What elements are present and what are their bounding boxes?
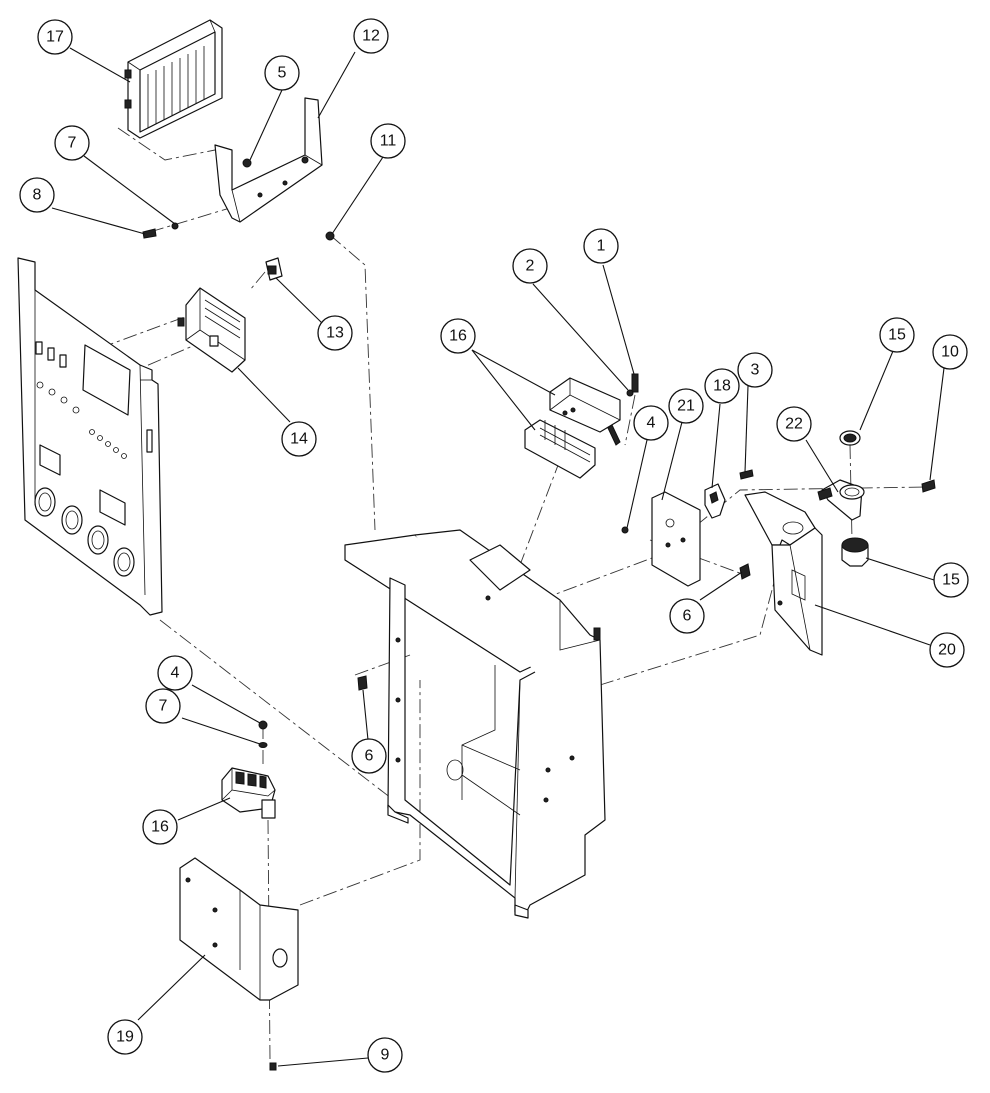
svg-text:5: 5 [278,65,287,82]
callout-11: 11 [370,123,406,159]
washer-part-7 [171,222,179,230]
svg-text:7: 7 [159,698,168,715]
svg-text:4: 4 [171,665,180,682]
callout-15-lower: 15 [933,562,969,598]
callout-balloons: 17 12 5 7 11 8 13 14 1 2 16 3 18 4 21 15… [19,18,969,1073]
callout-21: 21 [668,388,704,424]
nut-part-4-lower [258,720,268,730]
control-module-part-17 [124,19,223,139]
svg-text:18: 18 [713,378,731,395]
nut-part-4-upper [621,526,629,534]
callout-1: 1 [583,228,619,264]
nut-part-6-lower [357,675,368,691]
callout-7-lower: 7 [145,688,181,724]
callout-5: 5 [264,55,300,91]
svg-text:19: 19 [116,1029,134,1046]
main-enclosure [344,529,606,919]
callout-17: 17 [37,19,73,55]
svg-text:2: 2 [526,258,535,275]
switch-part-13 [265,257,283,281]
svg-text:16: 16 [151,819,169,836]
screw-part-5 [242,158,252,168]
svg-text:13: 13 [326,325,344,342]
display-module-part-14 [177,287,246,373]
callout-19: 19 [107,1019,143,1055]
callout-9: 9 [367,1037,403,1073]
svg-text:15: 15 [942,572,960,589]
fitting-part-15-lower [841,537,869,567]
lower-bracket-part-19 [179,857,299,1001]
svg-text:17: 17 [46,29,64,46]
callout-16-upper: 16 [440,318,476,354]
front-panel [17,257,163,616]
callout-12: 12 [353,18,389,54]
callout-22: 22 [776,406,812,442]
svg-text:3: 3 [751,362,760,379]
svg-text:6: 6 [365,748,374,765]
screw-part-10 [921,479,936,493]
side-bracket-part-20 [744,491,823,656]
grommet-part-15-upper [839,430,861,446]
callout-14: 14 [281,421,317,457]
callout-6-lower: 6 [351,738,387,774]
callout-7-upper: 7 [54,125,90,161]
screw-part-1 [631,373,639,393]
svg-text:16: 16 [449,328,467,345]
svg-text:9: 9 [381,1047,390,1064]
svg-text:7: 7 [68,135,77,152]
ring-bracket-part-22 [817,479,865,521]
relay-assembly-part-16-upper [524,377,621,479]
callout-13: 13 [317,315,353,351]
callout-20: 20 [929,632,965,668]
screw-part-3 [739,469,754,480]
relay-block-part-16-lower [221,767,276,819]
callout-10: 10 [932,334,968,370]
callout-6-upper: 6 [669,598,705,634]
svg-text:8: 8 [33,187,42,204]
callout-16-lower: 16 [142,809,178,845]
callout-4-upper: 4 [633,405,669,441]
svg-text:1: 1 [597,238,606,255]
svg-text:11: 11 [380,133,397,150]
leader-lines [51,47,945,1067]
nut-part-6-upper [739,563,751,580]
svg-text:10: 10 [941,344,959,361]
svg-text:14: 14 [290,431,308,448]
screw-part-9 [269,1062,277,1071]
callout-3: 3 [737,352,773,388]
callout-4-lower: 4 [157,655,193,691]
screw-part-8 [142,228,157,239]
svg-text:21: 21 [677,398,695,415]
mounting-bracket-part-12 [214,97,323,223]
washer-part-7-lower [258,742,268,748]
callout-8: 8 [19,177,55,213]
washer-part-2 [626,389,634,397]
connector-part-18 [704,483,726,519]
svg-text:4: 4 [647,415,656,432]
mounting-plate-part-21 [651,491,701,587]
callout-2: 2 [512,248,548,284]
svg-text:20: 20 [938,642,956,659]
svg-text:22: 22 [785,416,803,433]
callout-15-upper: 15 [879,317,915,353]
svg-text:15: 15 [888,327,906,344]
callout-18: 18 [704,368,740,404]
svg-text:12: 12 [362,28,380,45]
svg-text:6: 6 [683,608,692,625]
